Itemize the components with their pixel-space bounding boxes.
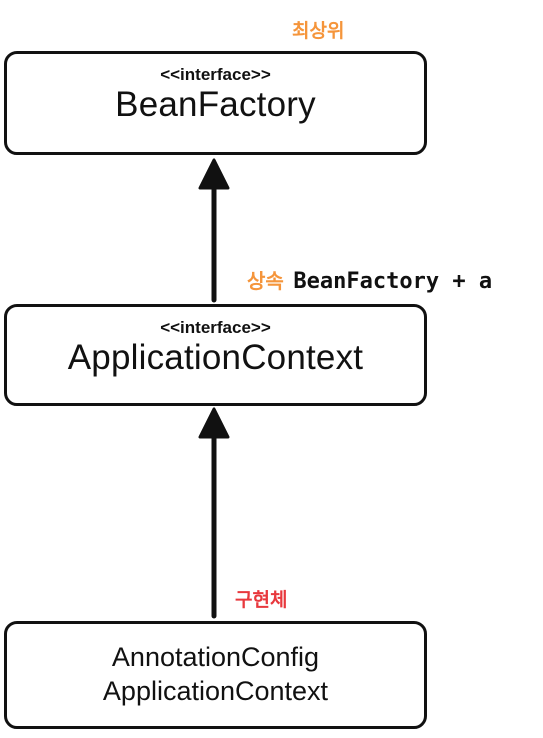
annotation-config-line1: AnnotationConfig <box>111 642 320 672</box>
annotation-config-line2: ApplicationContext <box>102 676 329 706</box>
inheritance-note: 상속 BeanFactory + a <box>247 265 492 294</box>
application-context-box: <<interface>> ApplicationContext <box>4 304 427 406</box>
bean-factory-name: BeanFactory <box>115 85 316 124</box>
arrow-context-to-beanfactory <box>198 158 230 303</box>
implementation-note: 구현체 <box>235 589 288 611</box>
bean-factory-box: <<interface>> BeanFactory <box>4 51 427 155</box>
inheritance-prefix: 상속 <box>247 269 284 293</box>
inheritance-text: BeanFactory + a <box>293 269 493 294</box>
application-context-name: ApplicationContext <box>67 338 364 377</box>
annotation-config-box: AnnotationConfig ApplicationContext <box>4 621 427 729</box>
bean-factory-stereotype: <<interface>> <box>160 65 271 84</box>
application-context-stereotype: <<interface>> <box>160 318 271 337</box>
arrow-impl-to-context <box>198 407 230 619</box>
top-level-note: 최상위 <box>292 20 345 42</box>
